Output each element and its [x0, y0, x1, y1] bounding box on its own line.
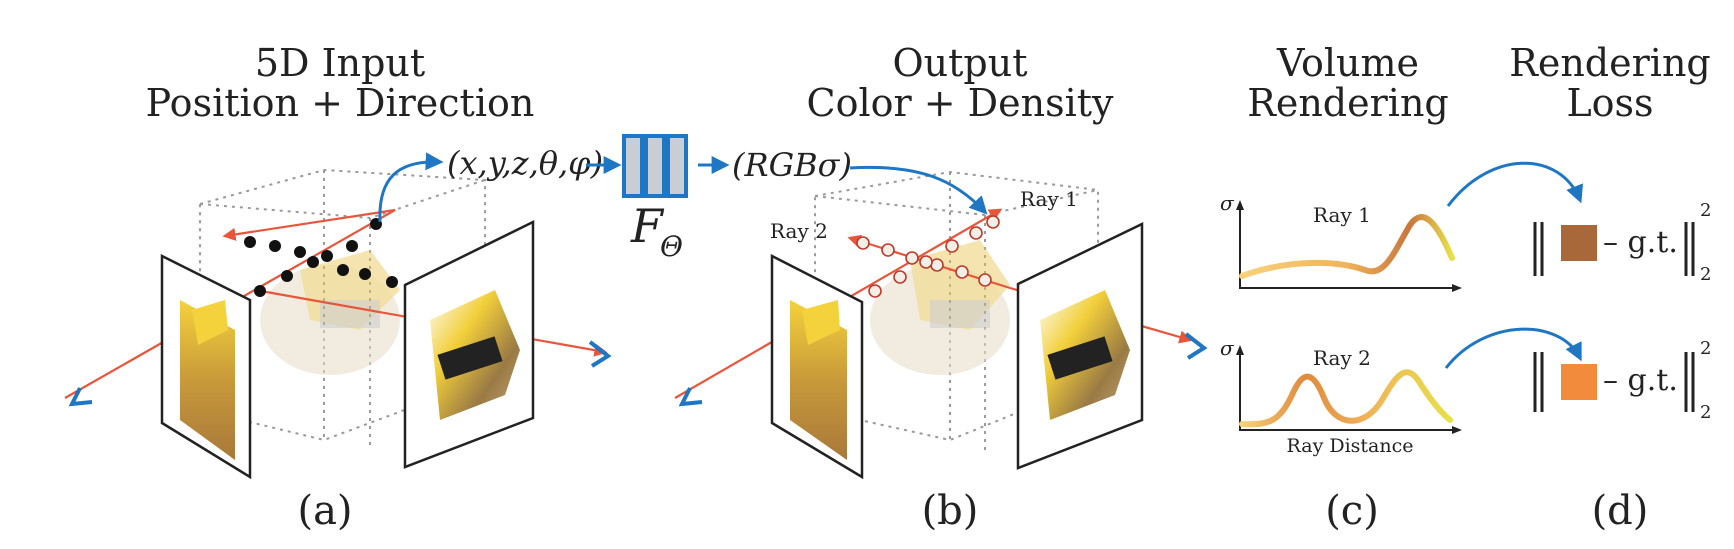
camera-frustum-icon: [68, 387, 93, 407]
sample-points-a: [244, 218, 398, 297]
bounding-cube-b: [814, 170, 1099, 450]
output-tuple: (RGBσ): [732, 146, 852, 184]
panel-b-caption: (b): [922, 488, 979, 534]
ray1-label-b: Ray 1: [1020, 187, 1078, 211]
density-plot-ray2: σ Ray 2 Ray Distance: [1220, 336, 1462, 457]
ray2-label-b: Ray 2: [770, 219, 828, 243]
network-label: F: [630, 199, 665, 253]
curve-arrow-icon: [378, 152, 444, 223]
image-plane-a-right: [403, 219, 535, 469]
y-axis-symbol: σ: [1220, 336, 1235, 360]
plot2-label: Ray 2: [1313, 346, 1371, 370]
loss-term-ray2: – g.t. 2 2: [1533, 338, 1711, 423]
panel-d-title-line2: Loss: [1566, 81, 1653, 125]
panel-c-title-line1: Volume: [1276, 41, 1419, 85]
density-plot-ray1: σ Ray 1: [1220, 191, 1462, 292]
panel-d: Rendering Loss – g.t. 2 2 – g.t. 2 2 (d): [1444, 41, 1711, 534]
network-subscript: Θ: [660, 230, 683, 263]
panel-d-title-line1: Rendering: [1509, 41, 1711, 85]
panel-d-caption: (d): [1592, 488, 1649, 534]
curve-arrow-icon: [1444, 327, 1582, 369]
gt-text-2: – g.t.: [1603, 363, 1678, 398]
curve-arrow-icon: [1446, 161, 1583, 207]
panel-a-title-line1: 5D Input: [255, 41, 425, 85]
network-block-icon: [622, 134, 688, 198]
ray-a-1: [222, 208, 396, 241]
panel-a-title-line2: Position + Direction: [146, 81, 535, 125]
image-plane-a-left: [160, 253, 252, 480]
panel-b-title-line2: Color + Density: [807, 81, 1115, 125]
network-block: F Θ: [586, 134, 730, 263]
panel-c-caption: (c): [1325, 488, 1379, 534]
y-axis-symbol: σ: [1220, 191, 1235, 215]
curve-arrow-icon: [849, 165, 988, 215]
panel-a: 5D Input Position + Direction: [64, 41, 612, 534]
norm-sup-2: 2: [1700, 338, 1711, 359]
input-tuple: (x,y,z,θ,φ): [447, 144, 603, 182]
ray2-color-swatch: [1561, 364, 1597, 400]
norm-sub-1: 2: [1700, 264, 1711, 285]
panel-b-title-line1: Output: [893, 41, 1028, 85]
image-plane-b-left: [770, 253, 864, 480]
loss-term-ray1: – g.t. 2 2: [1533, 200, 1711, 285]
panel-a-caption: (a): [297, 488, 352, 534]
camera-frustum-icon: [1184, 332, 1208, 360]
image-plane-b-right: [1016, 222, 1144, 470]
norm-sub-2: 2: [1700, 402, 1711, 423]
sample-points-b: [856, 215, 1000, 298]
gt-text-1: – g.t.: [1603, 225, 1678, 260]
panel-b: Output Color + Density (RGBσ): [674, 41, 1208, 534]
camera-frustum-icon: [588, 340, 612, 368]
ray1-color-swatch: [1561, 225, 1597, 261]
norm-sup-1: 2: [1700, 200, 1711, 221]
camera-frustum-icon: [678, 387, 703, 407]
plot1-label: Ray 1: [1313, 203, 1371, 227]
x-axis-label: Ray Distance: [1287, 435, 1414, 457]
object-point-cloud-a: [260, 250, 400, 375]
panel-c-title-line2: Rendering: [1247, 81, 1449, 125]
panel-c: Volume Rendering σ Ray 1 σ Ray 2 Ray Dis…: [1220, 41, 1462, 534]
